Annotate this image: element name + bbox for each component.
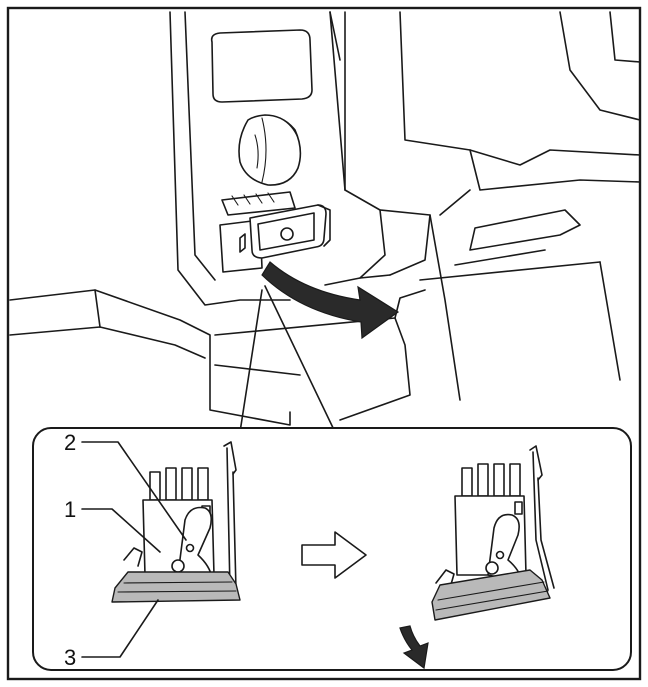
latch-before — [111, 441, 241, 603]
zoom-lines — [239, 285, 336, 433]
down-arrow-icon — [399, 625, 429, 670]
callout-leaders — [81, 441, 187, 658]
callout-number-3: 3 — [64, 645, 76, 670]
callout-number-2: 2 — [64, 430, 76, 455]
latch-after — [399, 445, 555, 670]
hollow-right-arrow-icon — [301, 531, 367, 579]
callout-number-1: 1 — [64, 497, 76, 522]
curved-arrow-icon — [261, 261, 400, 340]
machine-illustration — [9, 11, 641, 426]
